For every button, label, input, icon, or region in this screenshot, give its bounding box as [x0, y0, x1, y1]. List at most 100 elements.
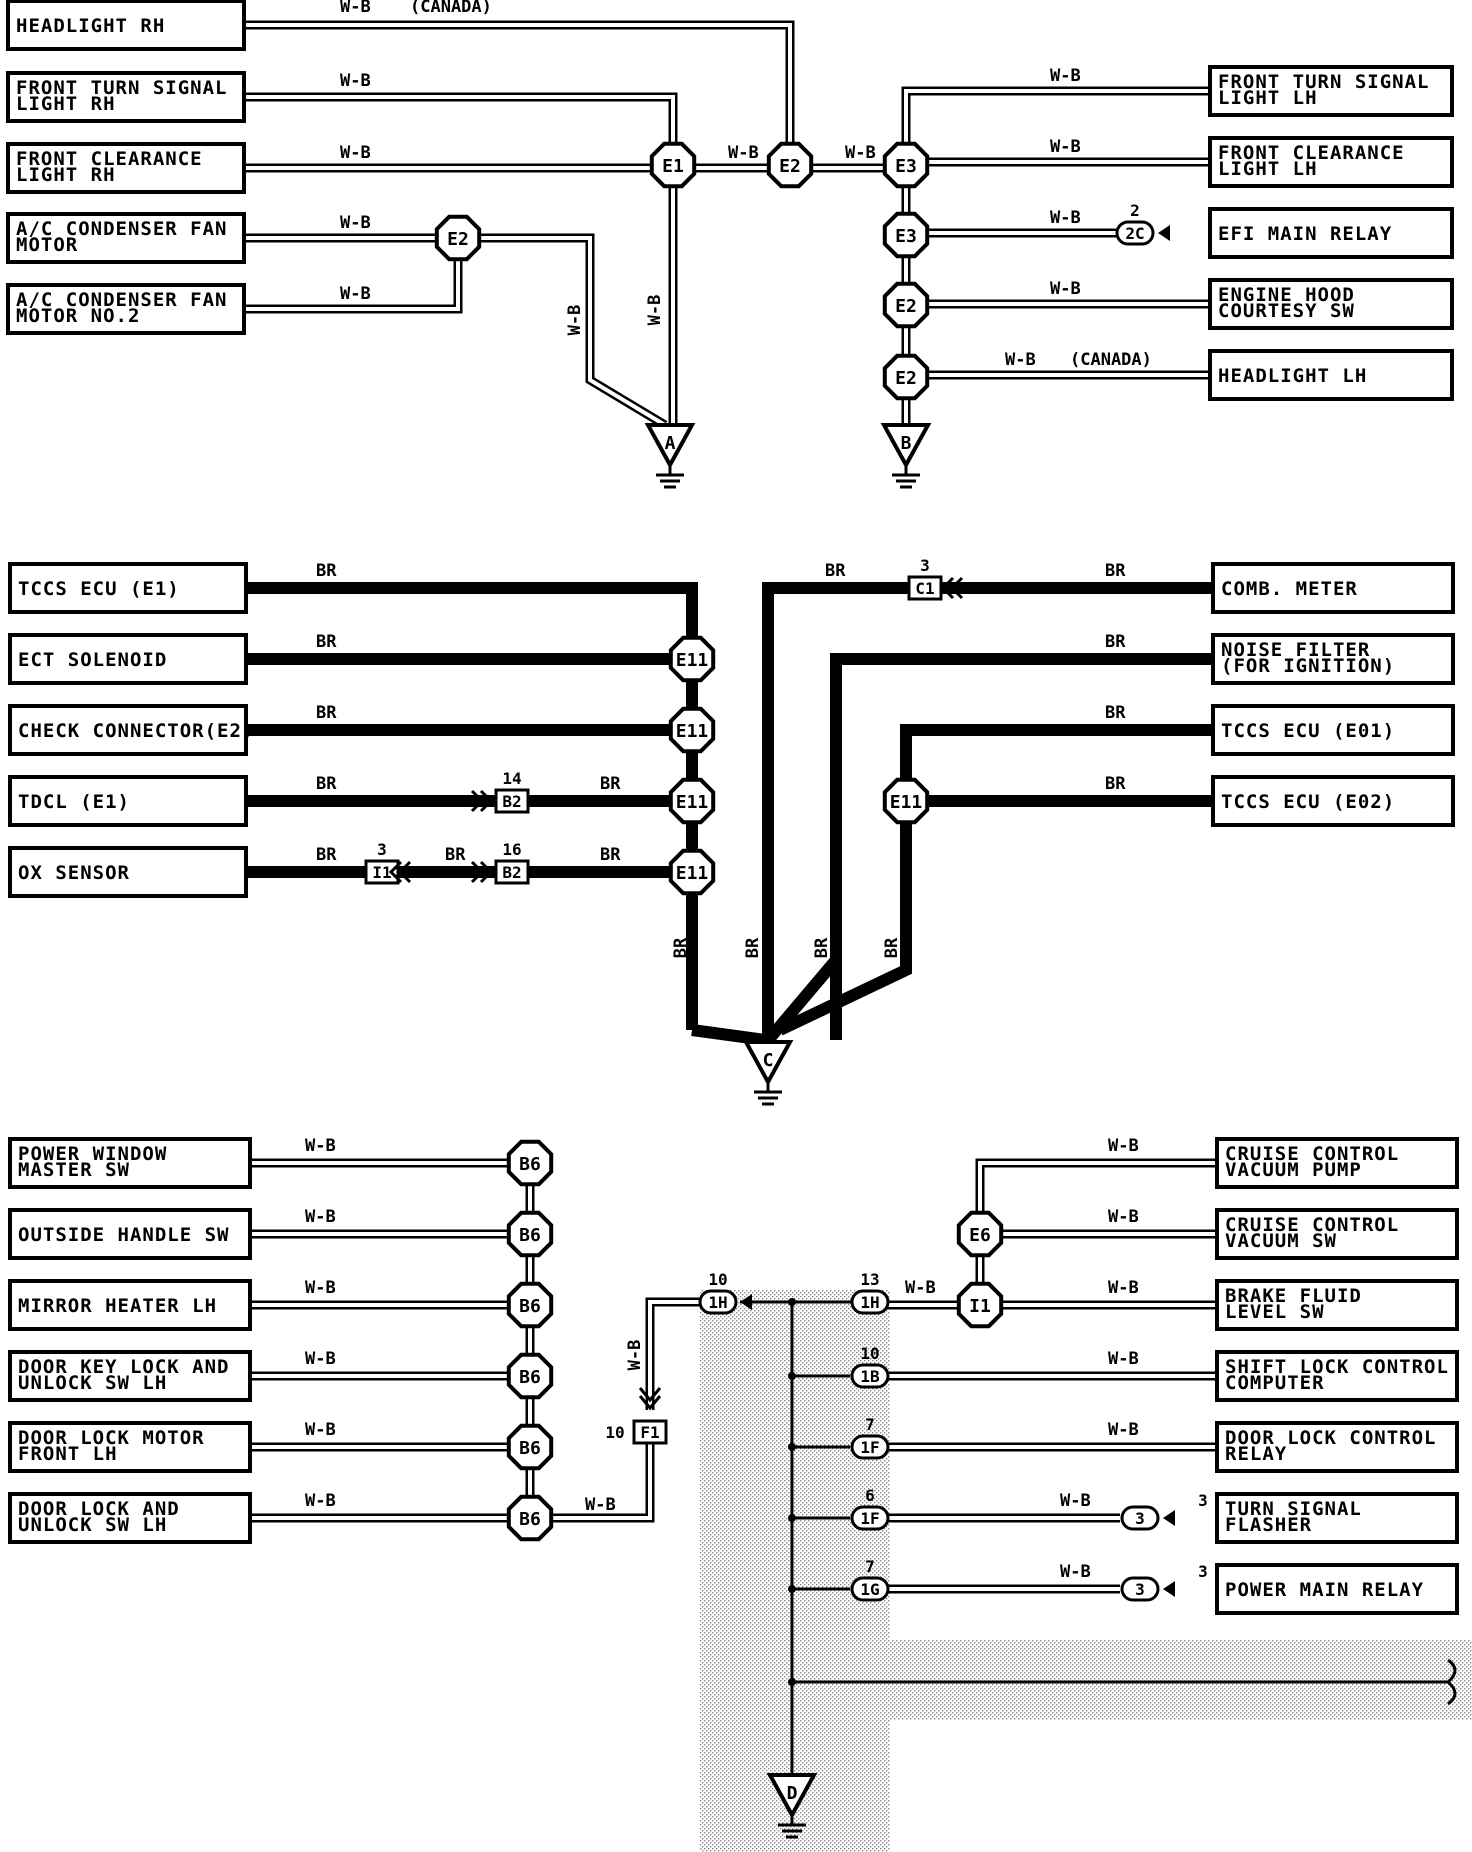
- splice-e11: E11: [668, 635, 716, 683]
- component-box: CHECK CONNECTOR(E2): [8, 704, 253, 756]
- jb-arrow: [740, 1294, 752, 1310]
- splice-b6: B6: [506, 1352, 554, 1400]
- wire-label: W-B: [1108, 1278, 1139, 1298]
- component-label: OX SENSOR: [18, 862, 130, 884]
- component-label: MASTER SW: [18, 1159, 130, 1181]
- wire-label: W-B: [1050, 208, 1081, 228]
- component-label: COMPUTER: [1225, 1372, 1325, 1394]
- splice-e11: E11: [882, 777, 930, 825]
- splice-label: E11: [676, 650, 709, 671]
- pin-number: 3: [1198, 1491, 1208, 1510]
- connector-1f: 1F7: [850, 1415, 890, 1460]
- wire-label: W-B: [1050, 66, 1081, 86]
- component-label: RELAY: [1225, 1443, 1287, 1465]
- ground-label: C: [763, 1050, 774, 1071]
- component-label: DOOR LOCK AND: [18, 1498, 180, 1520]
- wire-turn-lh: [901, 86, 1210, 165]
- wire-comb-meter: [762, 582, 1213, 1040]
- splice-e3: E3: [882, 141, 930, 189]
- junction-dot: [788, 1678, 796, 1686]
- component-label: MOTOR NO.2: [16, 305, 140, 327]
- pin-number: 3: [377, 840, 387, 859]
- wire-label: BR: [316, 632, 337, 652]
- wire-label: W-B: [1005, 350, 1036, 370]
- component-box: NOISE FILTER(FOR IGNITION): [1211, 633, 1455, 685]
- wire-label: W-B: [1108, 1349, 1139, 1369]
- component-label: LIGHT LH: [1218, 158, 1318, 180]
- wire-headlight-rh: [244, 20, 795, 165]
- wire-label: W-B: [1060, 1562, 1091, 1582]
- wire-label: W-B: [845, 143, 876, 163]
- wire-label: BR: [1105, 561, 1126, 581]
- wire-noise-filter: [830, 653, 1213, 1040]
- wire-label: W-B: [340, 284, 371, 304]
- component-box: ECT SOLENOID: [8, 633, 248, 685]
- wire-merge: [691, 1024, 766, 1046]
- component-label: TCCS ECU (E1): [18, 578, 180, 600]
- pin-number: 6: [865, 1486, 875, 1505]
- component-label: ENGINE HOOD: [1218, 284, 1355, 306]
- connector-label: I1: [372, 863, 391, 882]
- splice-label: I1: [969, 1296, 991, 1317]
- component-label: FRONT CLEARANCE: [16, 148, 203, 170]
- ground-label: D: [787, 1783, 798, 1804]
- wire-label: BR: [600, 845, 621, 865]
- splice-label: B6: [519, 1154, 541, 1175]
- component-label: MOTOR: [16, 234, 78, 256]
- wire-label: W-B: [305, 1278, 336, 1298]
- component-label: FRONT CLEARANCE: [1218, 142, 1405, 164]
- ground-d: D: [766, 1773, 818, 1839]
- component-label: DOOR LOCK CONTROL: [1225, 1427, 1436, 1449]
- component-label: A/C CONDENSER FAN: [16, 218, 227, 240]
- splice-label: E11: [890, 792, 923, 813]
- wire-label: W-B: [1060, 1491, 1091, 1511]
- splice-label: B6: [519, 1296, 541, 1317]
- connector-c1: C13: [907, 556, 943, 601]
- wire-note: (CANADA): [410, 0, 492, 17]
- pin-number: 10: [708, 1270, 727, 1289]
- junction-block-shade: [890, 1640, 1472, 1720]
- wire-label: W-B: [305, 1491, 336, 1511]
- wire-front-turn-rh: [244, 92, 678, 165]
- connector-label: B2: [502, 863, 521, 882]
- component-label: TDCL (E1): [18, 791, 130, 813]
- wire-label: W-B: [340, 71, 371, 91]
- component-box: TCCS ECU (E02): [1211, 775, 1455, 827]
- connector-chevron: [470, 789, 494, 813]
- splice-b6: B6: [506, 1281, 554, 1329]
- wire-label: BR: [1105, 774, 1126, 794]
- wire-label: BR: [316, 703, 337, 723]
- splice-label: E3: [895, 156, 917, 177]
- wire-label: W-B: [728, 143, 759, 163]
- component-label: VACUUM SW: [1225, 1230, 1337, 1252]
- splice-b6: B6: [506, 1423, 554, 1471]
- wire-tccs-e01: [777, 724, 1213, 1036]
- component-label: POWER MAIN RELAY: [1225, 1579, 1424, 1601]
- wire-label: BR: [671, 937, 691, 958]
- connector-chevron: [638, 1395, 662, 1411]
- splice-label: E11: [676, 863, 709, 884]
- wire-power-window: [250, 1158, 535, 1518]
- splice-label: E3: [895, 226, 917, 247]
- component-box: MIRROR HEATER LH: [8, 1279, 252, 1331]
- splice-e11: E11: [668, 777, 716, 825]
- component-label: TCCS ECU (E01): [1221, 720, 1395, 742]
- splice-e6: E6: [956, 1210, 1004, 1258]
- splice-i1: I1: [956, 1281, 1004, 1329]
- splice-e11: E11: [668, 706, 716, 754]
- component-box: HEADLIGHT LH: [1208, 349, 1454, 401]
- component-label: ECT SOLENOID: [18, 649, 167, 671]
- component-label: SHIFT LOCK CONTROL: [1225, 1356, 1449, 1378]
